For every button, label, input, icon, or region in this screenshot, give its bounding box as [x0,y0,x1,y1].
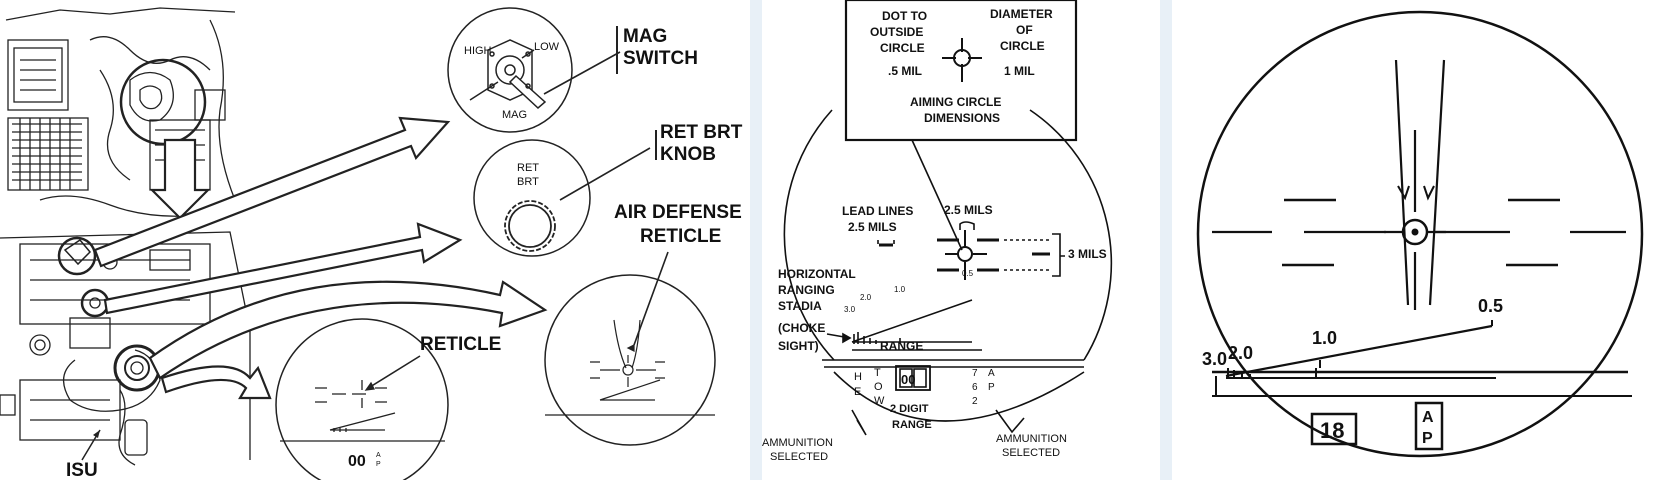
air-defense-arrow [148,280,548,380]
reticle-circle [275,318,449,480]
sight-range-readout: 18 [1320,418,1344,443]
aiming-circle-label-1: AIMING CIRCLE [910,95,1001,109]
ap-digit-6: 6 [972,382,978,393]
three-mils-label: 3 MILS [1068,247,1107,261]
ap-a: A [988,368,995,379]
panel-divider [1160,0,1172,480]
lead-lines-label-1: LEAD LINES [842,204,913,218]
diameter-label-3: CIRCLE [1000,39,1045,53]
panel-divider [750,0,762,480]
sight-arc-bottom [833,371,1085,422]
sight-tick-3-0: 3.0 [1202,349,1227,369]
center-mils-label: 2.5 MILS [944,203,993,217]
stadia-tick-0-5: 0.5 [962,269,974,278]
dot-label-2: OUTSIDE [870,25,923,39]
two-digit-label-2: RANGE [892,419,932,431]
aiming-circle-box [844,0,1078,142]
mag-arrow [93,116,451,268]
diameter-label-1: DIAMETER [990,7,1053,21]
diameter-label-2: OF [1016,23,1033,37]
mag-mag-label: MAG [502,109,527,121]
horizontal-ranging-1: HORIZONTAL [778,267,856,281]
dot-label-3: CIRCLE [880,41,925,55]
reticle-title: RETICLE [420,334,501,355]
mag-callout-circle [119,58,207,146]
mag-switch-title-2: SWITCH [623,48,698,69]
sight-arc-left [783,109,835,361]
ret-brt-knob-label-2: BRT [517,176,539,188]
range-readout-box [1310,412,1358,446]
reticle-range-readout: 00 [348,453,366,470]
isu-diagram-svg: HIGH LOW MAG MAG SWITCH RET BRT RET BRT … [0,7,743,480]
horizontal-ranging-3: STADIA [778,299,822,313]
ret-brt-knob-label-1: RET [517,162,539,174]
tow-t: T [874,367,881,379]
turret-interior-sketch [5,7,236,217]
range-label: RANGE [880,339,923,353]
reticle-dimensions-diagram: DOT TO OUTSIDE CIRCLE .5 MIL DIAMETER OF… [762,0,1160,480]
mag-high-label: HIGH [464,45,492,57]
mag-switch-callout [57,236,97,276]
ret-brt-callout [80,288,110,318]
ret-brt-title-2: KNOB [660,144,716,165]
mag-switch-circle [447,7,573,133]
reticle-arrow [160,365,272,400]
ap-digit-2: 2 [972,396,978,407]
ret-brt-circle [473,139,591,257]
air-defense-title-1: AIR DEFENSE [614,202,742,223]
horizontal-ranging-5: SIGHT) [778,339,819,353]
sight-arc-right [1029,109,1113,361]
reticle-dimensions-svg: DOT TO OUTSIDE CIRCLE .5 MIL DIAMETER OF… [762,0,1113,463]
two-digit-label-1: 2 DIGIT [890,403,929,415]
sight-ammo-a: A [1422,409,1434,426]
ret-brt-arrow [103,222,463,315]
isu-location-diagram: HIGH LOW MAG MAG SWITCH RET BRT RET BRT … [0,0,750,480]
lead-lines-label-2: 2.5 MILS [848,220,897,234]
sight-view-svg: 3.0 2.0 1.0 0.5 18 A P [1196,10,1644,458]
dot-label-1: DOT TO [882,9,927,23]
tow-w: W [874,395,885,407]
ap-digit-7: 7 [972,368,978,379]
sight-tick-2-0: 2.0 [1228,343,1253,363]
ammo-left-1: AMMUNITION [762,437,833,449]
horizontal-ranging-2: RANGING [778,283,835,297]
he-e: E [854,386,861,398]
air-defense-title-2: RETICLE [640,226,721,247]
dot-label-4: .5 MIL [888,64,922,78]
ammo-type-box [1414,401,1444,451]
diameter-label-4: 1 MIL [1004,64,1035,78]
sight-tick-1-0: 1.0 [1312,328,1337,348]
he-h: H [854,371,862,383]
ap-p: P [988,382,995,393]
two-digit-readout: 00 [901,372,915,387]
aiming-circle-label-2: DIMENSIONS [924,111,1000,125]
reticle-ammo-a: A [376,452,381,459]
ret-brt-title-1: RET BRT [660,122,743,143]
reticle-ammo-p: P [376,461,381,468]
eyepiece-callout [113,344,161,392]
ammo-left-2: SELECTED [770,451,828,463]
horizontal-ranging-4: (CHOKE [778,321,825,335]
stadia-tick-3-0: 3.0 [844,305,856,314]
ammo-right-1: AMMUNITION [996,433,1067,445]
stadia-tick-1-0: 1.0 [894,285,906,294]
isu-down-arrow [149,138,211,220]
sight-view-diagram: 3.0 2.0 1.0 0.5 18 A P [1172,0,1669,480]
isu-label: ISU [66,460,98,480]
tow-o: O [874,381,883,393]
sight-ammo-p: P [1422,430,1433,447]
sight-tick-0-5: 0.5 [1478,296,1503,316]
mag-low-label: LOW [534,41,560,53]
sight-view-circle [1196,10,1644,458]
mag-switch-title-1: MAG [623,26,667,47]
ammo-right-2: SELECTED [1002,447,1060,459]
air-defense-reticle-circle [544,274,716,446]
stadia-tick-2-0: 2.0 [860,293,872,302]
